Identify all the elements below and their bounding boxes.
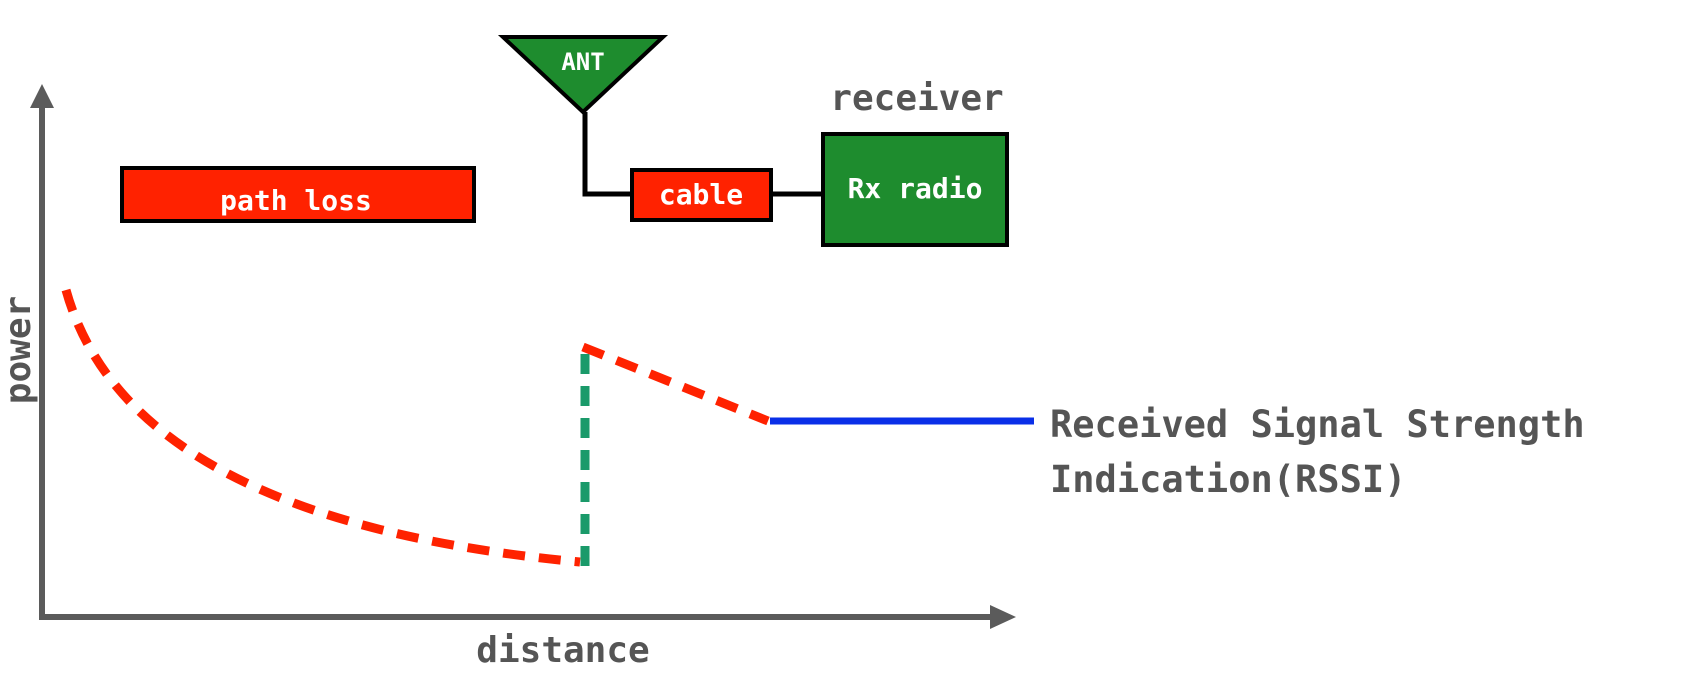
cable-block: cable <box>630 168 773 222</box>
rx-radio-label: Rx radio <box>848 172 983 205</box>
antenna-wire <box>582 112 632 197</box>
path-loss-box <box>120 166 476 223</box>
y-axis-label: power <box>0 296 39 404</box>
axes <box>30 84 1016 629</box>
rx-radio-block: Rx radio <box>821 132 1009 247</box>
cable-loss-line <box>581 342 770 426</box>
rssi-label-line2: Indication(RSSI) <box>1050 458 1406 501</box>
antenna-label: ANT <box>561 48 604 76</box>
cable-box <box>630 168 773 222</box>
path-loss-curve <box>61 288 581 567</box>
antenna-icon <box>497 35 669 115</box>
receiver-title: receiver <box>830 78 1003 119</box>
x-axis-label: distance <box>476 630 649 671</box>
path-loss-block: path loss <box>120 166 476 223</box>
antenna: ANT <box>497 35 669 115</box>
x-axis-arrowhead <box>990 605 1016 629</box>
cable-label: cable <box>659 178 743 211</box>
y-axis-arrowhead <box>30 84 54 108</box>
rx-radio-box <box>821 132 1009 247</box>
path-loss-label: path loss <box>220 184 372 217</box>
rssi-label-line1: Received Signal Strength <box>1050 403 1585 446</box>
